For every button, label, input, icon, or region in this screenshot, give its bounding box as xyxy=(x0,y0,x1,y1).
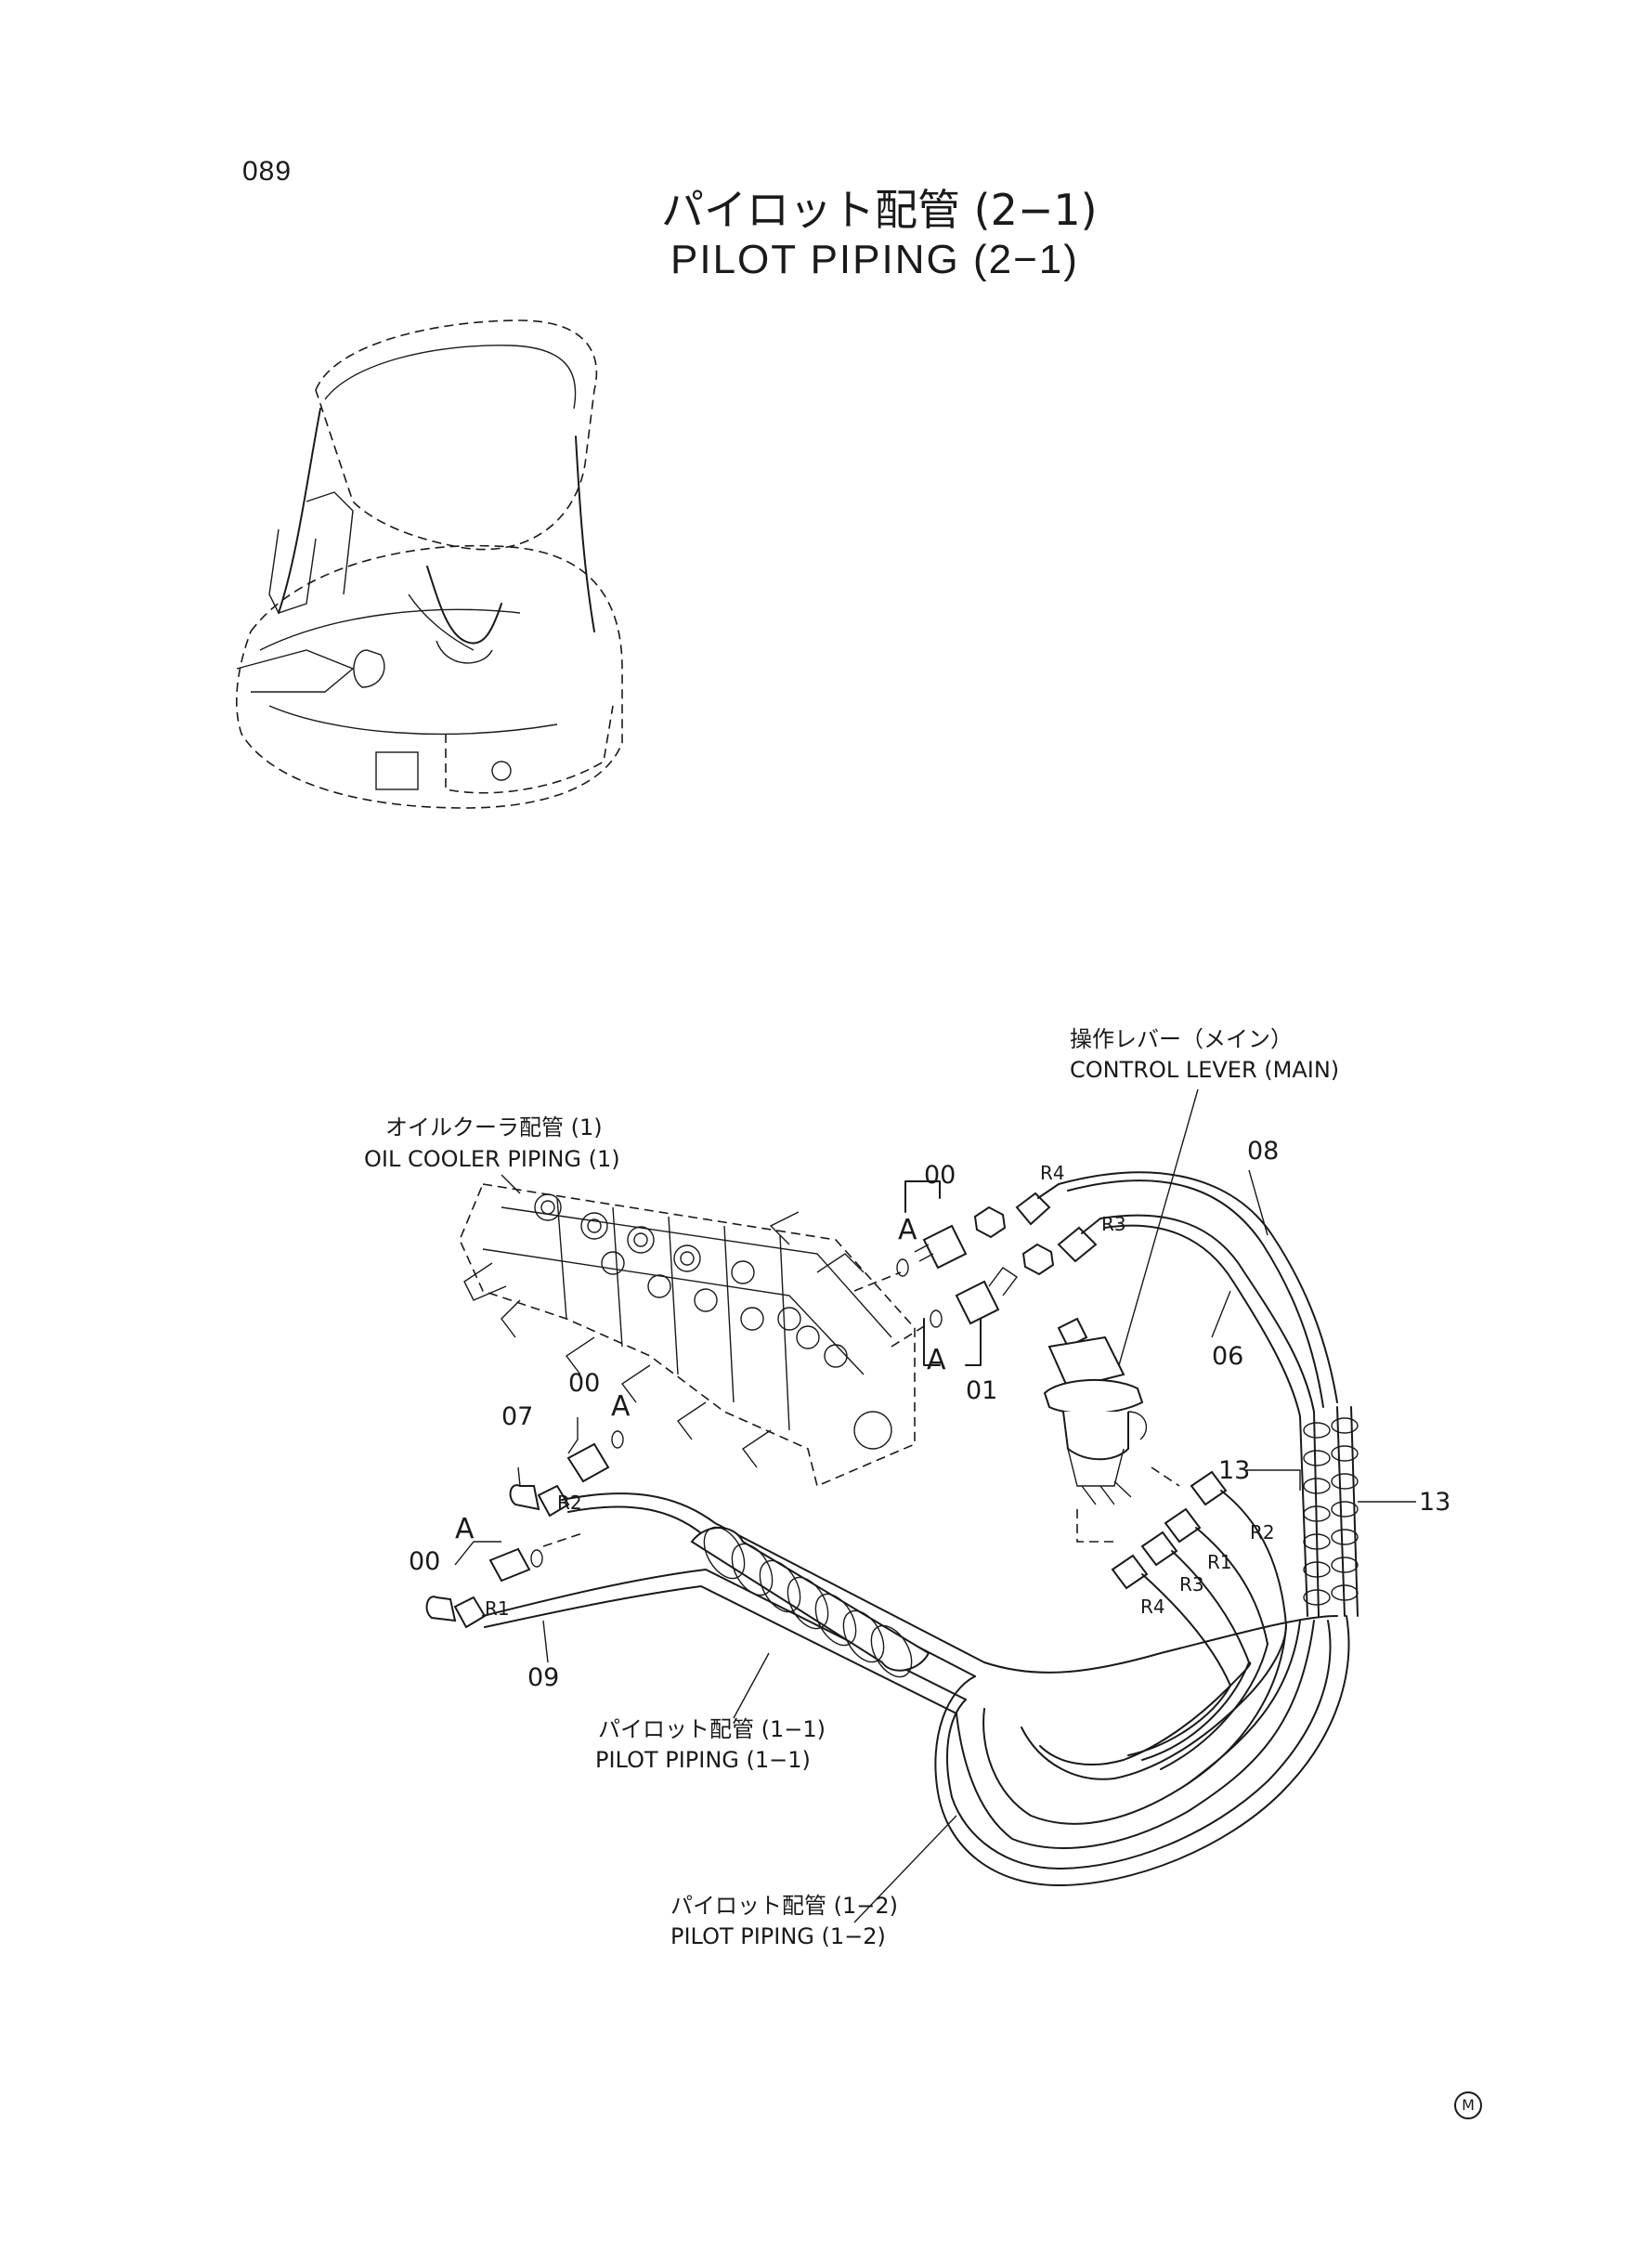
part-number-06: 06 xyxy=(1212,1342,1244,1371)
callout-pilot-piping-1-1-en: PILOT PIPING (1−1) xyxy=(595,1747,811,1773)
page-title-jp: パイロット配管 (2−1) xyxy=(661,185,1098,235)
part-number-13-inner: 13 xyxy=(1218,1456,1251,1485)
control-lever-body xyxy=(1043,1088,1199,1543)
callout-pilot-piping-1-2-en: PILOT PIPING (1−2) xyxy=(670,1923,886,1949)
port-label-r3-right: R3 xyxy=(1179,1573,1204,1596)
page-title-en: PILOT PIPING (2−1) xyxy=(670,237,1079,282)
port-label-r2-right: R2 xyxy=(1250,1521,1275,1544)
excavator-cab-illustration xyxy=(236,319,623,809)
control-valve-assembly xyxy=(459,1183,916,1488)
port-label-r4-right: R4 xyxy=(1140,1596,1165,1618)
hose-ends-right xyxy=(1111,1470,1287,1687)
port-label-r3-top: R3 xyxy=(1101,1213,1126,1235)
section-mark-a-right: A xyxy=(927,1344,946,1376)
part-number-00-mid: 00 xyxy=(568,1369,601,1398)
section-mark-a-mid: A xyxy=(611,1390,631,1423)
page-number: 089 xyxy=(242,156,293,187)
part-number-13-outer: 13 xyxy=(1419,1488,1451,1517)
part-number-01: 01 xyxy=(966,1376,998,1405)
callout-pilot-piping-1-1-jp: パイロット配管 (1−1) xyxy=(598,1716,826,1742)
port-label-r2-left: R2 xyxy=(557,1492,582,1514)
part-number-09: 09 xyxy=(527,1663,560,1692)
hose-ends-top xyxy=(1015,1183,1101,1263)
port-label-r1-right: R1 xyxy=(1207,1551,1232,1573)
section-mark-a-left: A xyxy=(455,1513,475,1545)
port-label-r4-top: R4 xyxy=(1040,1162,1065,1184)
left-hoses xyxy=(425,1417,985,1719)
part-number-00-left: 00 xyxy=(409,1547,441,1576)
oil-cooler-leader xyxy=(501,1174,521,1194)
callout-control-lever-jp: 操作レバー（メイン） xyxy=(1070,1026,1293,1052)
section-mark-a-top: A xyxy=(898,1214,917,1246)
port-label-r1-left: R1 xyxy=(485,1597,510,1620)
fitting-group-top xyxy=(853,1180,1055,1366)
corner-mark: M xyxy=(1454,2091,1482,2119)
hose-loop-bottom xyxy=(853,1615,1350,1923)
hose-protectors xyxy=(1246,1406,1416,1617)
part-number-08: 08 xyxy=(1247,1137,1280,1166)
part-number-07: 07 xyxy=(501,1402,534,1431)
callout-oil-cooler-en: OIL COOLER PIPING (1) xyxy=(364,1146,620,1172)
callout-pilot-piping-1-2-jp: パイロット配管 (1−2) xyxy=(670,1893,899,1919)
hose-08-06 xyxy=(1058,1169,1338,1417)
callout-control-lever-en: CONTROL LEVER (MAIN) xyxy=(1070,1057,1340,1083)
part-number-00-top: 00 xyxy=(924,1161,956,1190)
callout-oil-cooler-jp: オイルクーラ配管 (1) xyxy=(385,1114,603,1140)
